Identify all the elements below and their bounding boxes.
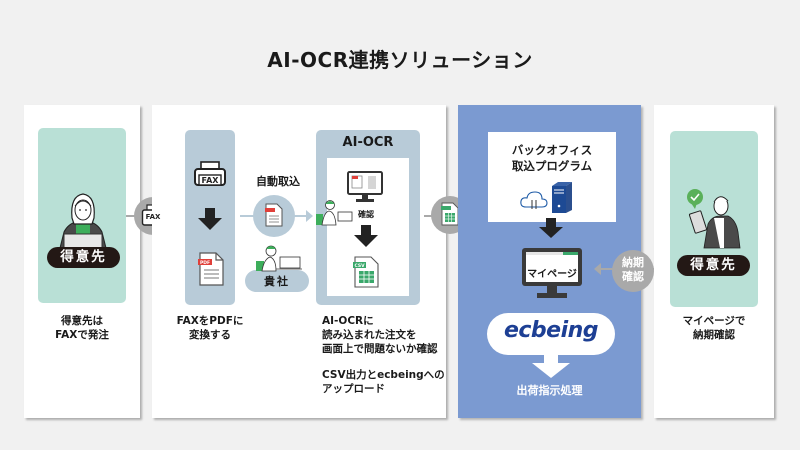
label-line: 取込プログラム [511,159,593,173]
ecbeing-logo: ecbeing [503,318,599,343]
page-title: AI-OCR連携ソリューション [267,48,533,72]
ai-ocr-caption: AI-OCRに 読み込まれた注文を 画面上で問題ないか確認 [322,314,446,356]
pdf-document-icon [265,203,283,227]
arrow-left-icon [594,263,601,275]
mypage-monitor-icon [522,248,582,298]
company-badge: 貴社 [264,275,290,288]
caption-line: AI-OCRに [322,315,374,327]
arrow-down-icon [532,353,570,378]
caption-line: マイページで [682,315,746,327]
label-line: バックオフィス [511,143,593,157]
caption-line: 納期確認 [693,329,735,341]
arrow-down-icon [539,218,563,238]
ai-ocr-caption-upload: CSV出力とecbeingへの アップロード [322,368,446,396]
caption-line: 得意先は [61,315,103,327]
arrow-right-icon [306,210,313,222]
backoffice-program-label: バックオフィス 取込プログラム [488,142,616,174]
csv-file-icon [441,202,459,226]
cloud-download-icon [520,191,548,209]
caption-line: 画面上で問題ないか確認 [322,343,438,355]
caption-line: FAXをPDFに [176,315,244,327]
company-worker-illustration [256,245,302,272]
auto-import-label: 自動取込 [256,175,300,188]
delivery-check-circle [612,250,654,292]
arrow-down-icon [198,208,222,230]
company-badge-background [245,270,309,292]
checking-worker-illustration [316,200,353,226]
mypage-label: マイページ [527,269,577,280]
fax-connector-label: FAX [145,213,161,221]
customer-badge-right: 得意先 [677,255,750,276]
shipping-instruction-label: 出荷指示処理 [516,384,583,397]
customer-badge-left: 得意先 [47,247,120,268]
fax-machine-icon: FAX [194,161,226,186]
conversion-caption: FAXをPDFに 変換する [165,314,255,342]
customer-left-caption: 得意先は FAXで発注 [24,314,140,342]
server-icon [552,182,572,213]
pdf-document-icon: PDF [198,252,224,286]
csv-label: CSV [354,263,365,269]
label-line: 確認 [622,270,644,283]
caption-line: CSV出力とecbeingへの [322,369,445,381]
monitor-icon [347,171,383,202]
pdf-label: PDF [200,260,210,266]
ecbeing-pill [487,313,615,355]
check-label: 確認 [358,210,374,219]
caption-line: 変換する [189,329,231,341]
label-line: 納期 [622,256,644,269]
customer-right-caption: マイページで 納期確認 [654,314,774,342]
caption-line: アップロード [322,383,385,395]
caption-line: 読み込まれた注文を [322,329,417,341]
customer-man-tablet-illustration [687,189,741,249]
fax-machine-label: FAX [202,176,220,185]
caption-line: FAXで発注 [55,329,109,341]
arrow-down-icon [354,225,378,247]
delivery-check-label: 納期 確認 [612,256,654,284]
ai-ocr-header: AI-OCR [342,135,394,150]
customer-woman-laptop-illustration [59,193,107,249]
csv-document-icon: CSV [353,256,379,288]
